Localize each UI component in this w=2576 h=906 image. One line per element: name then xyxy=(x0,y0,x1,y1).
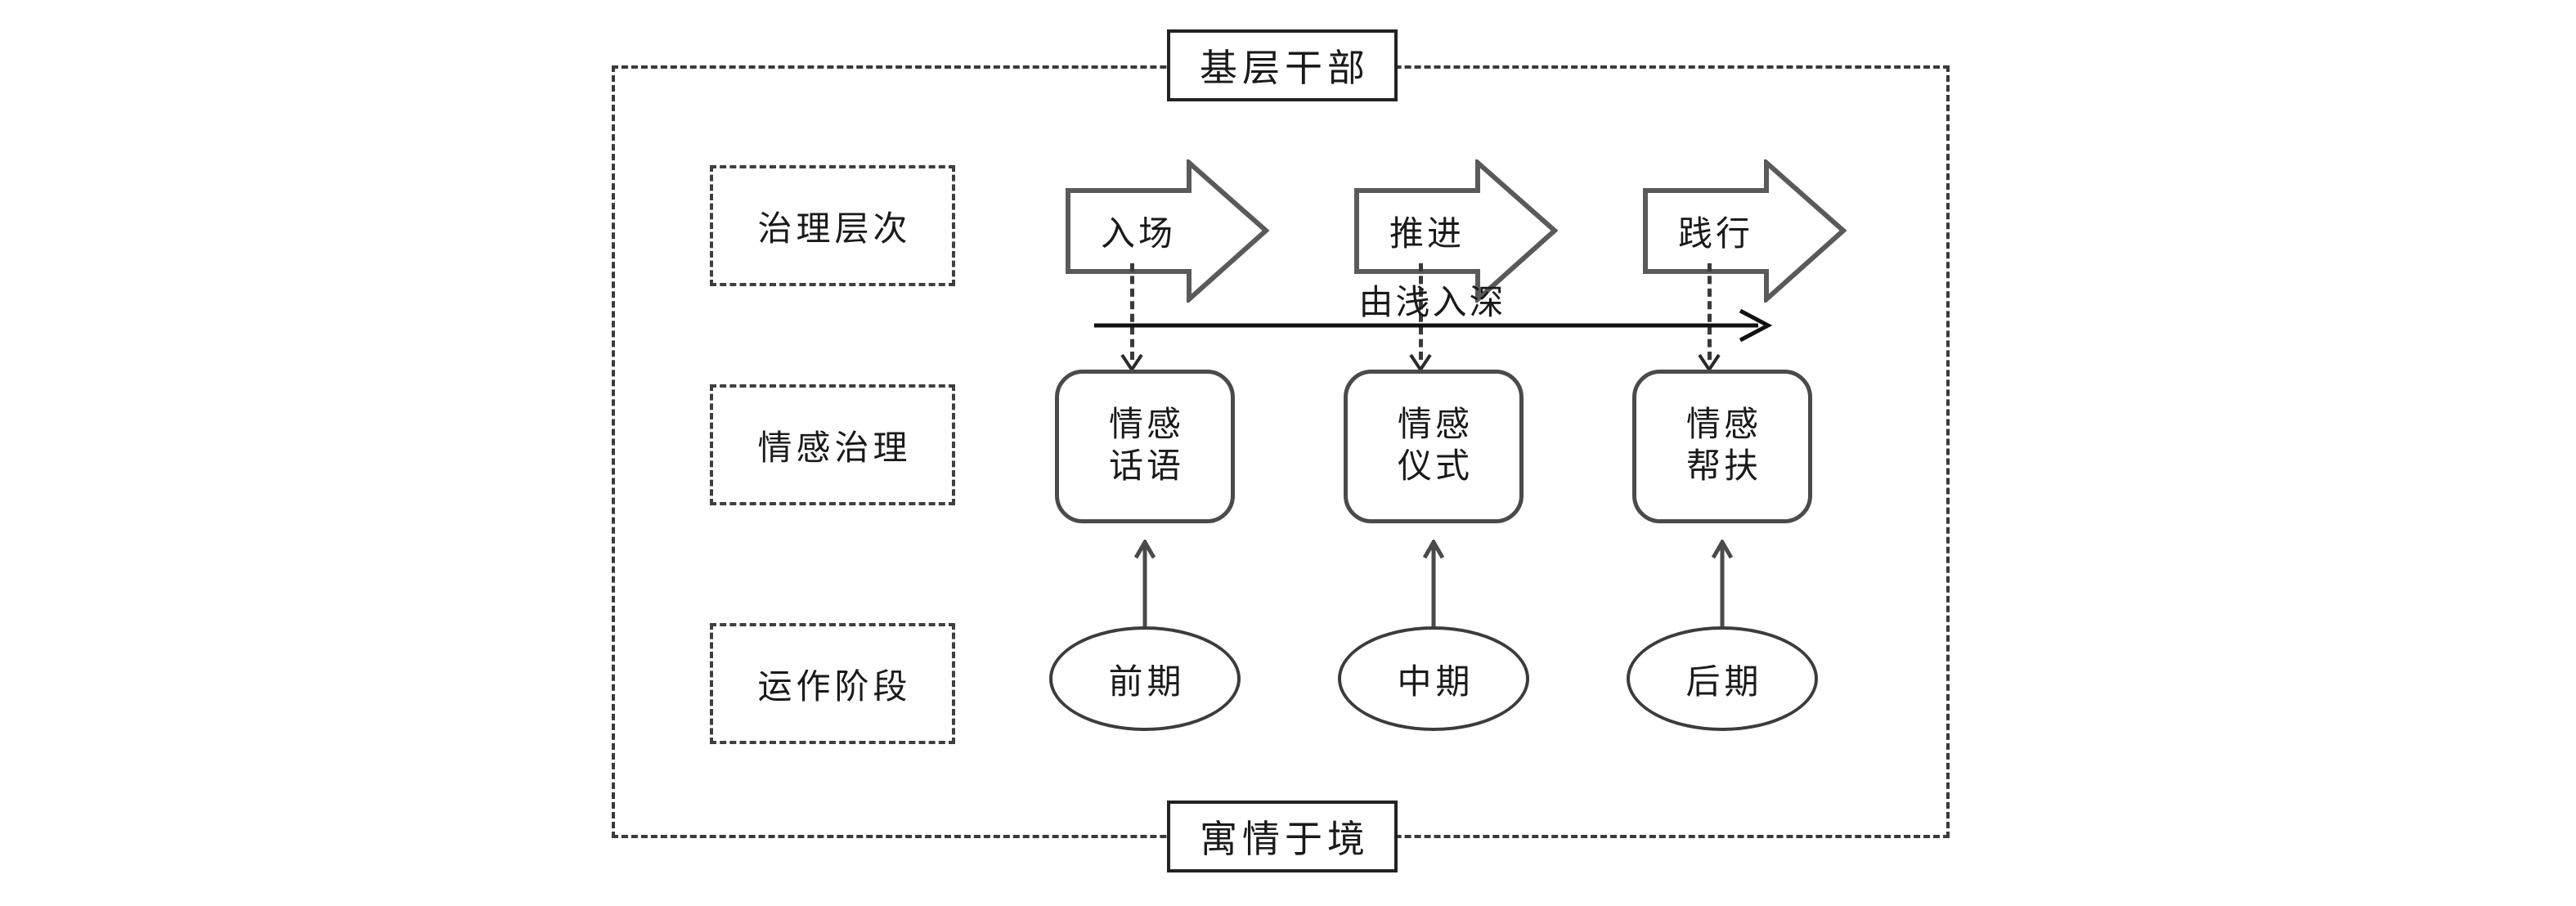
stage-node-mid: 中期 xyxy=(1338,626,1529,731)
stage-node-late: 后期 xyxy=(1627,626,1818,731)
block-arrow-icon xyxy=(1354,159,1558,303)
arrow-up-icon xyxy=(1711,540,1734,628)
stage-node-label: 前期 xyxy=(1108,663,1186,702)
bottom-caption-box: 寓情于境 xyxy=(1167,801,1398,872)
stage-to-governance-arrow-late xyxy=(1710,540,1735,628)
dashed-connector-advance xyxy=(1419,263,1423,360)
phase-arrow-label: 践行 xyxy=(1677,215,1753,253)
row-label-emotional-governance: 情感治理 xyxy=(710,384,955,505)
stage-to-governance-arrow-mid xyxy=(1421,540,1446,628)
phase-arrow-advance: 推进 xyxy=(1353,159,1558,303)
dashed-connector-arrowhead xyxy=(1120,353,1143,371)
top-caption-label: 基层干部 xyxy=(1200,47,1370,89)
arrow-right-icon xyxy=(1094,309,1773,342)
phase-arrow-practice: 践行 xyxy=(1642,159,1847,303)
stage-node-label: 中期 xyxy=(1397,663,1474,702)
row-label-text: 情感治理 xyxy=(757,429,912,468)
progression-arrow-label: 由浅入深 xyxy=(1358,285,1506,322)
stage-node-label: 后期 xyxy=(1685,663,1763,702)
arrow-up-icon xyxy=(1422,540,1445,628)
row-label-text: 运作阶段 xyxy=(757,668,912,706)
governance-node-emotional-support: 情感 帮扶 xyxy=(1632,370,1812,523)
arrowhead-down-icon xyxy=(1409,353,1432,371)
node-line-1: 情感 xyxy=(1685,406,1761,444)
arrowhead-down-icon xyxy=(1120,353,1143,371)
stage-node-early: 前期 xyxy=(1049,626,1241,731)
phase-arrow-label: 推进 xyxy=(1389,215,1465,253)
node-line-2: 话语 xyxy=(1108,448,1184,486)
phase-arrow-label: 入场 xyxy=(1100,215,1176,253)
arrow-up-icon xyxy=(1133,540,1156,628)
node-line-1: 情感 xyxy=(1397,406,1473,444)
row-label-operation-stages: 运作阶段 xyxy=(710,623,955,744)
row-label-text: 治理层次 xyxy=(757,210,912,249)
dashed-connector-entry xyxy=(1130,263,1134,360)
governance-node-emotional-discourse: 情感 话语 xyxy=(1055,370,1235,523)
node-line-2: 帮扶 xyxy=(1685,448,1761,486)
governance-node-emotional-ritual: 情感 仪式 xyxy=(1344,370,1524,523)
node-line-1: 情感 xyxy=(1108,406,1184,444)
dashed-connector-arrowhead xyxy=(1409,353,1432,371)
progression-arrow xyxy=(1094,309,1773,342)
block-arrow-icon xyxy=(1643,159,1847,303)
block-arrow-icon xyxy=(1066,159,1269,303)
row-label-governance-levels: 治理层次 xyxy=(710,165,955,286)
dashed-connector-arrowhead xyxy=(1698,353,1721,371)
arrowhead-down-icon xyxy=(1698,353,1721,371)
node-line-2: 仪式 xyxy=(1397,448,1473,486)
top-caption-box: 基层干部 xyxy=(1167,29,1398,101)
stage-to-governance-arrow-early xyxy=(1133,540,1157,628)
phase-arrow-entry: 入场 xyxy=(1065,159,1269,303)
dashed-connector-practice xyxy=(1708,263,1712,360)
bottom-caption-label: 寓情于境 xyxy=(1200,819,1370,860)
